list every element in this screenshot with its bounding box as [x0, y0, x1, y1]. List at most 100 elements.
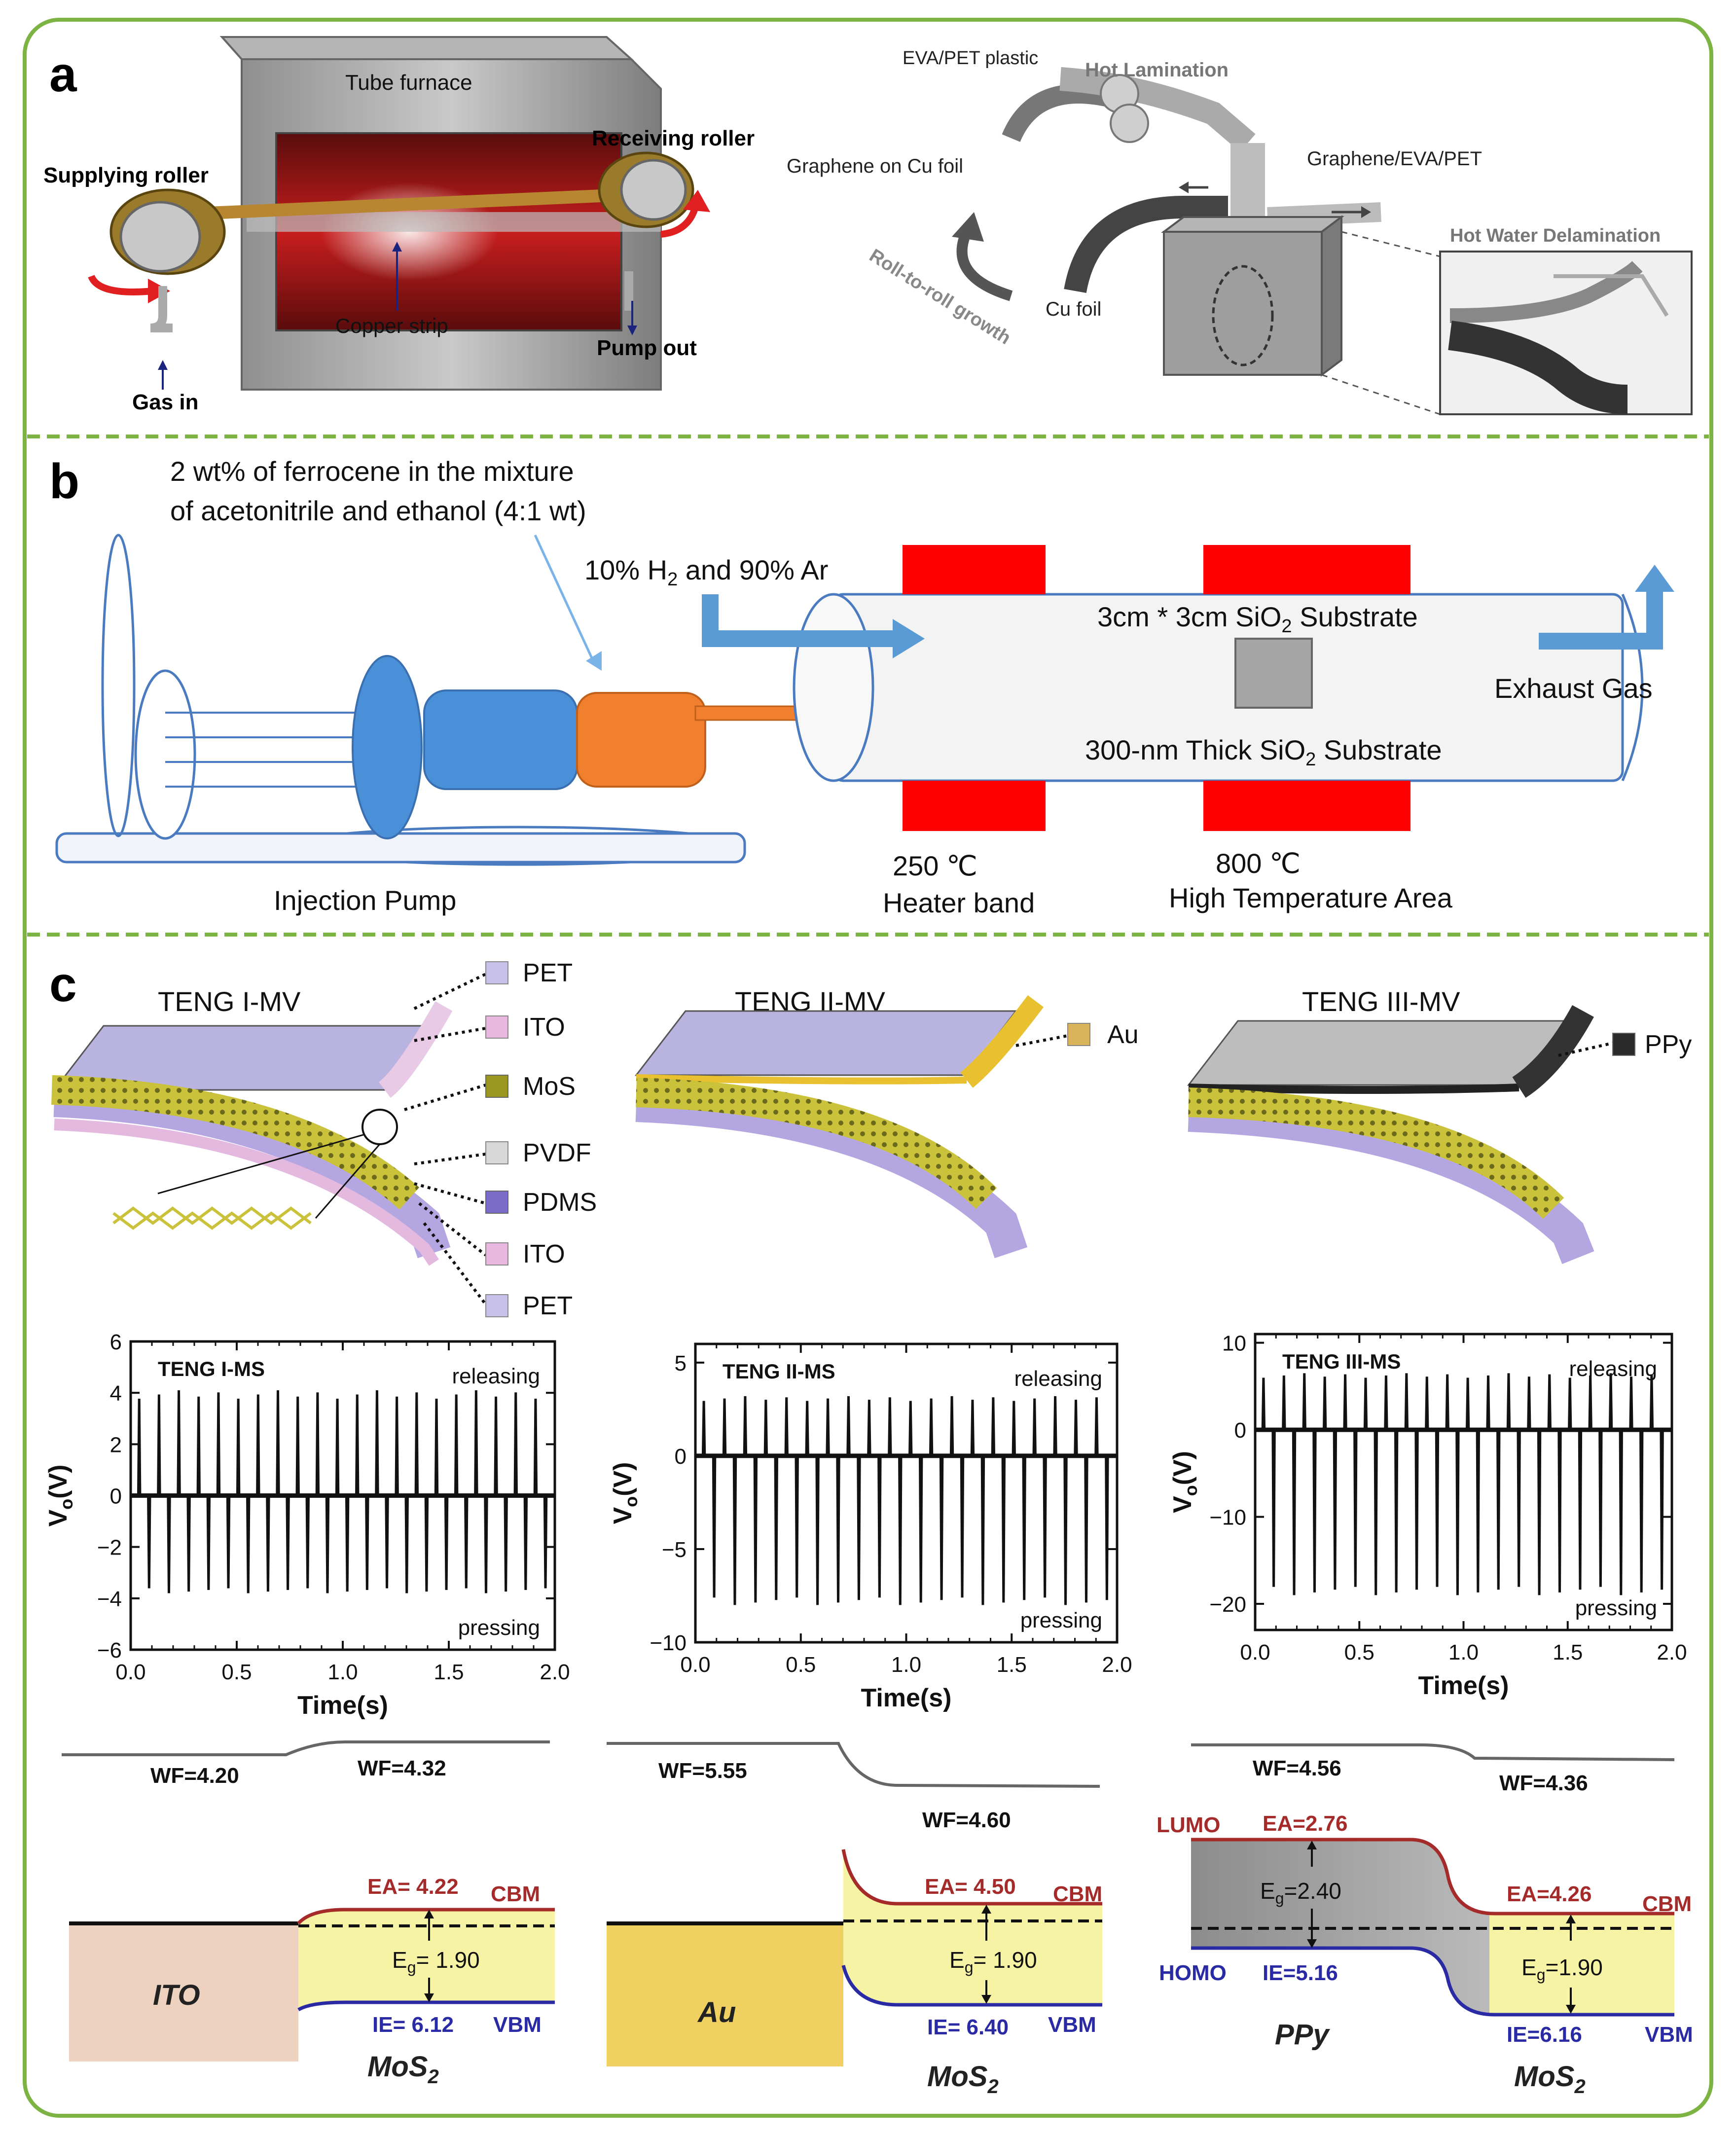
receiving-roller-label: Receiving roller — [592, 126, 755, 150]
cbm-line-1 — [297, 1908, 555, 1925]
vbm-2: VBM — [1048, 2013, 1096, 2037]
gas-in-pipe — [150, 286, 173, 332]
panel-b-label: b — [49, 454, 79, 509]
exhaust-label: Exhaust Gas — [1494, 673, 1653, 704]
t800-label: 800 ℃ — [1216, 848, 1301, 879]
semi-1: MoS2 — [367, 2051, 439, 2088]
layer-pdms: PDMS — [523, 1188, 597, 1217]
x-axis-label: Time(s) — [297, 1691, 388, 1720]
ea-right-3: EA=4.26 — [1507, 1882, 1591, 1906]
gas-in-arrowhead-icon — [158, 360, 168, 370]
y-axis-label: Vo(V) — [44, 1464, 76, 1526]
y-tick-label: 0 — [110, 1484, 122, 1509]
x-tick-label: 1.5 — [997, 1653, 1027, 1677]
cbm-line-3 — [1191, 1838, 1674, 1916]
semi-2: MoS2 — [927, 2061, 999, 2098]
wf-right-1: WF=4.32 — [358, 1756, 446, 1780]
eg-right-3: Eg=1.90 — [1521, 1954, 1603, 1984]
y-tick-label: 10 — [1222, 1332, 1246, 1356]
cbm-2: CBM — [1053, 1882, 1102, 1906]
receiving-roller-icon — [598, 151, 694, 228]
y-tick-label: −4 — [97, 1587, 122, 1611]
hot-lamination-label: Hot Lamination — [1085, 59, 1229, 81]
mos2-region-3 — [1489, 1914, 1674, 2015]
x-tick-label: 0.5 — [221, 1660, 252, 1684]
wf-line-2 — [607, 1742, 1100, 1788]
tube-furnace-label: Tube furnace — [345, 71, 472, 95]
ferrocene-line-2: of acetonitrile and ethanol (4:1 wt) — [170, 495, 586, 526]
outer-frame — [23, 18, 1713, 2118]
eg-2: Eg= 1.90 — [949, 1947, 1037, 1976]
panel-a: a Tube furn — [43, 36, 1693, 415]
red-arrow-in-icon — [88, 274, 153, 295]
semi-3: MoS2 — [1514, 2061, 1586, 2098]
exhaust-arrowhead-icon — [1635, 565, 1674, 592]
ea-2: EA= 4.50 — [925, 1875, 1016, 1899]
hot-water-label: Hot Water Delamination — [1450, 225, 1661, 246]
pressing-label: pressing — [1575, 1596, 1657, 1620]
x-tick-label: 1.5 — [434, 1660, 464, 1684]
gas-inlet-arrow — [702, 594, 898, 647]
y-axis-label: Vo(V) — [609, 1462, 641, 1524]
ie-left-3: IE=5.16 — [1263, 1961, 1338, 1985]
x-tick-label: 0.5 — [1344, 1640, 1374, 1665]
ppy-name: PPy — [1275, 2019, 1330, 2051]
x-tick-label: 1.5 — [1553, 1640, 1583, 1665]
metal-name-2: Au — [697, 1996, 736, 2028]
x-tick-label: 0.5 — [786, 1653, 816, 1677]
teng1-title: TENG I-MV — [158, 986, 301, 1017]
high-temp-bottom — [1203, 781, 1410, 831]
releasing-label: releasing — [1569, 1357, 1657, 1381]
heater-band-top — [903, 545, 1046, 594]
x-tick-label: 1.0 — [891, 1653, 921, 1677]
cu-foil-label: Cu foil — [1046, 298, 1101, 320]
wf-left-2: WF=5.55 — [658, 1759, 747, 1783]
supplying-roller-icon — [109, 188, 226, 275]
y-tick-label: 2 — [110, 1433, 122, 1457]
wf-left-3: WF=4.56 — [1253, 1756, 1341, 1780]
layer-ito-top: ITO — [523, 1013, 565, 1042]
plot-frame — [694, 1342, 1119, 1644]
layer-ito-bottom: ITO — [523, 1240, 565, 1268]
ie-1: IE= 6.12 — [372, 2013, 454, 2037]
ie-right-3: IE=6.16 — [1507, 2023, 1582, 2047]
band-diagram-2: WF=5.55 WF=4.60 Au EA= 4.50 CBM Eg= 1.90… — [607, 1742, 1102, 2098]
x-tick-label: 0.0 — [115, 1660, 145, 1684]
eva-pet-label: EVA/PET plastic — [903, 48, 1038, 69]
substrate — [1234, 638, 1313, 709]
layer-mos: MoS — [523, 1072, 576, 1101]
band-diagram-3: WF=4.56 WF=4.36 LUMO EA=2.76 Eg=2.40 HOM… — [1157, 1743, 1693, 2098]
teng3-title: TENG III-MV — [1302, 986, 1460, 1017]
wf-right-3: WF=4.36 — [1499, 1771, 1588, 1795]
vbm-line-2 — [841, 1965, 1102, 2007]
ferrocene-pointer — [534, 534, 596, 664]
chart-title: TENG II-MS — [723, 1360, 835, 1383]
x-tick-label: 2.0 — [1102, 1653, 1132, 1677]
layer-au: Au — [1107, 1020, 1139, 1049]
ferrocene-line-1: 2 wt% of ferrocene in the mixture — [170, 456, 574, 487]
eg-left-3: Eg=2.40 — [1260, 1878, 1341, 1907]
y-tick-label: 4 — [110, 1381, 122, 1406]
heater-band-bottom — [903, 781, 1046, 831]
y-tick-label: 5 — [675, 1351, 687, 1375]
pressing-label: pressing — [1020, 1608, 1102, 1632]
ito-block — [69, 1923, 298, 2062]
x-tick-label: 0.0 — [1240, 1640, 1270, 1665]
cbm-1: CBM — [491, 1882, 540, 1906]
high-temp-label: High Temperature Area — [1169, 882, 1453, 913]
vbm-line-1 — [297, 2000, 555, 2012]
cbm-line-2 — [841, 1849, 1102, 1906]
x-tick-label: 2.0 — [1657, 1640, 1687, 1665]
pump-out-arrowhead-icon — [627, 326, 637, 335]
gas-in-label: Gas in — [132, 390, 199, 414]
injection-pump-label: Injection Pump — [274, 885, 456, 916]
ea-1: EA= 4.22 — [367, 1875, 459, 1899]
r2r-label: Roll-to-roll growth — [866, 245, 1014, 349]
y-tick-label: 0 — [675, 1445, 687, 1469]
ie-2: IE= 6.40 — [927, 2015, 1009, 2039]
layer-pet-bottom: PET — [523, 1292, 573, 1320]
y-tick-label: −2 — [97, 1536, 122, 1560]
